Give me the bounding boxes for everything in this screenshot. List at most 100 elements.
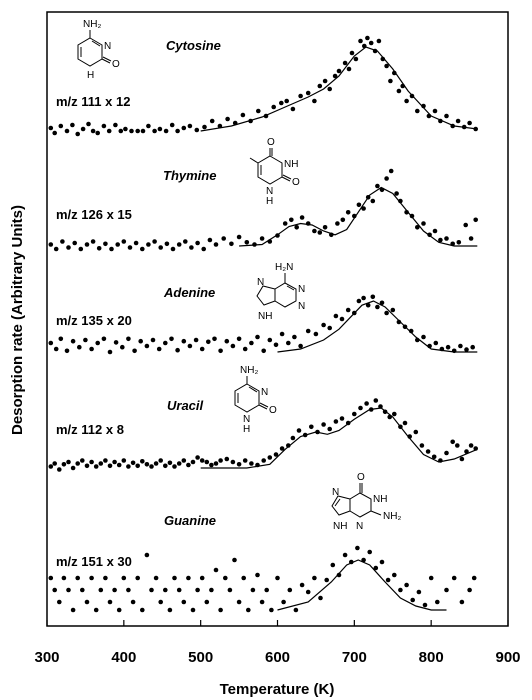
data-point — [473, 446, 479, 451]
data-point — [402, 420, 408, 426]
svg-text:N: N — [332, 487, 339, 498]
data-point — [419, 443, 425, 448]
data-point — [470, 344, 476, 350]
data-point — [346, 66, 352, 72]
data-point — [170, 246, 176, 252]
data-point — [364, 401, 369, 406]
data-point — [398, 198, 403, 204]
svg-text:NH₂: NH₂ — [383, 511, 401, 522]
data-point — [115, 242, 120, 247]
data-point — [232, 120, 238, 126]
data-point — [112, 459, 117, 465]
data-point — [299, 582, 305, 588]
data-point — [130, 460, 136, 466]
data-point — [388, 78, 393, 84]
data-point — [333, 419, 339, 424]
data-point — [90, 239, 96, 244]
data-point — [98, 587, 104, 593]
data-point — [317, 83, 323, 89]
data-point — [349, 50, 355, 56]
data-point — [53, 346, 59, 352]
data-point — [209, 118, 215, 124]
data-point — [86, 121, 91, 127]
data-point — [404, 210, 409, 215]
data-point — [195, 455, 200, 460]
data-point — [212, 336, 217, 342]
data-point — [129, 128, 134, 134]
svg-text:N: N — [298, 284, 305, 295]
data-point — [103, 458, 108, 463]
data-point — [61, 575, 67, 581]
data-point — [379, 187, 385, 193]
data-point — [181, 458, 187, 463]
data-point — [390, 307, 396, 313]
data-point — [140, 128, 146, 134]
data-point — [121, 239, 127, 244]
svg-text:H: H — [266, 196, 273, 207]
data-point — [321, 422, 326, 427]
svg-text:N: N — [243, 414, 250, 425]
data-point — [64, 128, 70, 134]
data-point — [135, 575, 140, 581]
data-point — [378, 404, 383, 409]
data-point — [415, 337, 420, 343]
data-point — [435, 599, 440, 605]
data-point — [468, 236, 474, 241]
data-point — [107, 349, 113, 355]
data-point — [345, 210, 351, 215]
data-point — [244, 240, 250, 245]
svg-text:NH₂: NH₂ — [240, 365, 258, 376]
data-point — [330, 562, 336, 568]
data-point — [172, 575, 177, 581]
data-point — [432, 108, 438, 114]
series-label-adenine: m/z 135 x 20 — [56, 313, 132, 328]
data-point — [352, 310, 357, 316]
svg-text:O: O — [269, 405, 277, 416]
data-point — [175, 347, 180, 353]
data-point — [336, 572, 342, 578]
data-point — [158, 599, 163, 605]
data-point — [427, 343, 432, 349]
data-point — [89, 575, 94, 581]
data-point — [217, 123, 223, 129]
data-point — [66, 587, 71, 593]
data-point — [183, 239, 188, 244]
data-point — [140, 607, 145, 613]
data-point — [298, 343, 303, 349]
fit-curve-guanine — [277, 559, 447, 611]
data-point — [299, 215, 305, 220]
svg-text:N: N — [298, 301, 305, 312]
data-point — [52, 130, 57, 136]
data-point — [444, 236, 449, 241]
data-point — [353, 56, 359, 62]
data-point — [80, 126, 86, 132]
svg-text:N: N — [257, 277, 264, 288]
svg-text:NH: NH — [284, 159, 298, 170]
thymine-structure: O NH N H O — [249, 137, 300, 207]
data-point — [213, 567, 219, 573]
series-guanine — [48, 545, 477, 613]
data-point — [271, 104, 277, 110]
series-name-cytosine: Cytosine — [166, 38, 221, 53]
x-tick-label: 600 — [265, 649, 290, 666]
x-tick-label: 500 — [188, 649, 213, 666]
data-point — [75, 131, 80, 137]
data-point — [400, 83, 406, 89]
data-point — [416, 589, 422, 595]
data-point — [90, 128, 96, 134]
data-point — [116, 607, 122, 613]
data-point — [242, 458, 248, 463]
data-point — [70, 607, 76, 613]
data-point — [356, 202, 362, 208]
data-point — [186, 462, 191, 468]
data-point — [164, 241, 170, 247]
data-point — [444, 587, 449, 593]
data-point — [421, 334, 426, 340]
data-point — [213, 242, 219, 247]
data-point — [342, 552, 348, 558]
data-point — [230, 459, 236, 465]
fit-curve-adenine — [277, 300, 478, 353]
data-point — [48, 242, 54, 247]
data-point — [313, 331, 319, 337]
svg-text:N: N — [266, 186, 273, 197]
